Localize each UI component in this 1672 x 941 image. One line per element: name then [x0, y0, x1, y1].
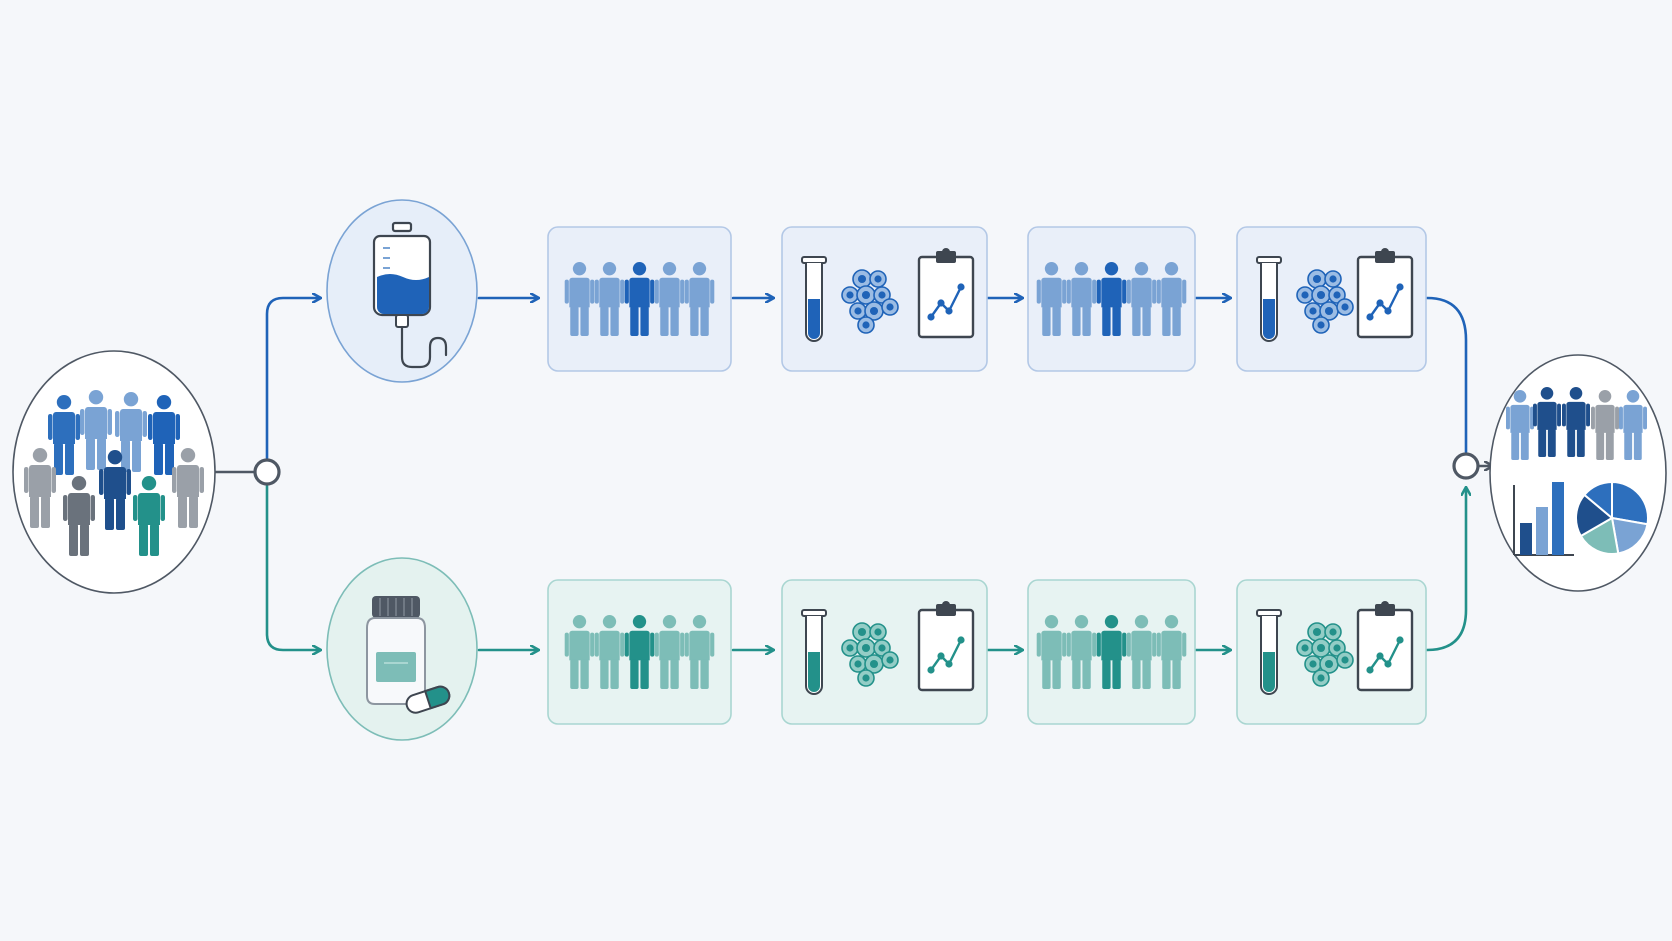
person-icon [148, 395, 180, 475]
pie-chart-icon [1575, 480, 1649, 555]
person-icon [654, 615, 685, 689]
test-tube-icon [801, 609, 827, 695]
iv-bag-icon [372, 221, 448, 369]
person-icon [115, 392, 147, 472]
randomization-node-icon [253, 458, 281, 486]
person-icon [1591, 390, 1619, 460]
merge-node-icon [1452, 452, 1480, 480]
pie-slice [1611, 480, 1649, 526]
person-icon [1156, 262, 1187, 336]
person-icon [1533, 387, 1561, 457]
person-icon [80, 390, 112, 470]
results-node [1489, 354, 1667, 592]
person-icon [172, 448, 204, 528]
person-icon [1066, 615, 1097, 689]
bar-chart-icon [1513, 482, 1574, 556]
population-group-icon [24, 390, 204, 556]
person-icon [24, 448, 56, 528]
cells-icon [841, 622, 899, 687]
iv-treatment-node [326, 199, 478, 383]
patient-cohort-icon [1036, 262, 1187, 336]
test-tube-icon [1256, 609, 1282, 695]
clipboard-chart-icon [1356, 248, 1414, 339]
iv-step-4-box [1236, 226, 1427, 372]
patient-cohort-icon [1036, 615, 1187, 689]
connector-oral-merge [1425, 488, 1466, 652]
person-icon [1036, 615, 1067, 689]
test-tube-icon [801, 256, 827, 342]
person-icon [1096, 615, 1127, 689]
iv-step-3-box [1027, 226, 1196, 372]
person-icon [1066, 262, 1097, 336]
person-icon [1096, 262, 1127, 336]
cells-icon [1296, 269, 1354, 334]
person-icon [1126, 262, 1157, 336]
cells-icon [1296, 622, 1354, 687]
person-icon [48, 395, 80, 475]
person-icon [684, 615, 715, 689]
person-icon [594, 615, 625, 689]
cells-icon [841, 269, 899, 334]
person-icon [1126, 615, 1157, 689]
person-icon [594, 262, 625, 336]
oral-treatment-node [326, 557, 478, 741]
oral-step-2-box [781, 579, 988, 725]
person-icon [684, 262, 715, 336]
person-icon [133, 476, 165, 556]
iv-step-1-box [547, 226, 732, 372]
connector-iv-branch [265, 298, 320, 462]
patient-cohort-icon [564, 615, 715, 689]
clipboard-chart-icon [917, 601, 975, 692]
clipboard-chart-icon [1356, 601, 1414, 692]
clipboard-chart-icon [917, 248, 975, 339]
patient-cohort-icon [564, 262, 715, 336]
person-icon [1562, 387, 1590, 457]
person-icon [654, 262, 685, 336]
person-icon [1156, 615, 1187, 689]
oral-step-3-box [1027, 579, 1196, 725]
oral-step-1-box [547, 579, 732, 725]
patient-group-icon [1506, 387, 1647, 460]
step-boxes [547, 226, 1427, 725]
person-icon [1506, 390, 1534, 460]
person-icon [564, 615, 595, 689]
iv-step-2-box [781, 226, 988, 372]
person-icon [1036, 262, 1067, 336]
person-icon [624, 615, 655, 689]
person-icon [564, 262, 595, 336]
test-tube-icon [1256, 256, 1282, 342]
person-icon [63, 476, 95, 556]
person-icon [1619, 390, 1647, 460]
pie-slice [1583, 480, 1613, 521]
person-icon [624, 262, 655, 336]
connector-iv-merge [1425, 296, 1468, 454]
population-node [12, 350, 216, 594]
pill-bottle-icon [366, 596, 451, 714]
person-icon [99, 450, 131, 530]
connector-oral-branch [265, 482, 320, 650]
oral-step-4-box [1236, 579, 1427, 725]
